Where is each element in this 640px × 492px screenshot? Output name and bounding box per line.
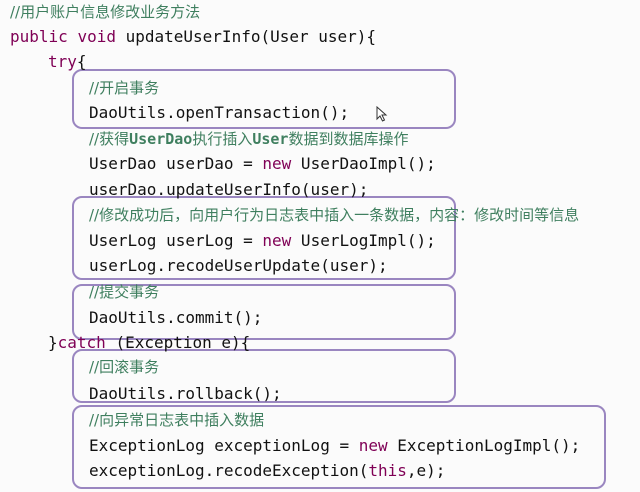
try-line: try{ bbox=[48, 50, 87, 74]
keyword-catch: catch bbox=[57, 333, 106, 352]
open-transaction-line: DaoUtils.openTransaction(); bbox=[89, 103, 350, 122]
comment-get-dao-part1: //获得 bbox=[89, 130, 130, 148]
keyword-try: try bbox=[48, 52, 77, 71]
userlog-decl-part2: UserLogImpl(); bbox=[291, 231, 436, 250]
exlog-decl-part2: ExceptionLogImpl(); bbox=[387, 436, 581, 455]
highlight-box-commit bbox=[72, 284, 456, 340]
exlog-record-part1: exceptionLog.recodeException( bbox=[89, 461, 369, 480]
comment-get-dao-part4: User bbox=[252, 130, 289, 148]
keyword-new: new bbox=[358, 436, 388, 455]
userlog-record-line: userLog.recodeUserUpdate(user); bbox=[89, 256, 388, 275]
keyword-public: public bbox=[10, 27, 68, 46]
comment-method: //用户账户信息修改业务方法 bbox=[10, 3, 201, 21]
exlog-record-part2: ,e); bbox=[406, 461, 446, 480]
keyword-new: new bbox=[262, 231, 292, 250]
exceptionlog-declaration-line: ExceptionLog exceptionLog = new Exceptio… bbox=[89, 434, 580, 458]
keyword-new: new bbox=[262, 154, 292, 173]
comment-get-dao: //获得UserDao执行插入User数据到数据库操作 bbox=[89, 127, 408, 151]
comment-exception-log: //向异常日志表中插入数据 bbox=[89, 411, 265, 429]
comment-get-dao-part3: 执行插入 bbox=[192, 130, 253, 148]
try-brace: { bbox=[76, 52, 87, 71]
exlog-decl-part1: ExceptionLog exceptionLog = bbox=[89, 436, 359, 455]
catch-line: }catch (Exception e){ bbox=[48, 331, 250, 355]
keyword-void: void bbox=[77, 27, 116, 46]
comment-get-dao-part5: 数据到数据库操作 bbox=[288, 130, 409, 148]
comment-rollback: //回滚事务 bbox=[89, 358, 160, 376]
catch-brace: } bbox=[48, 333, 58, 352]
keyword-this: this bbox=[368, 461, 407, 480]
userlog-decl-part1: UserLog userLog = bbox=[89, 231, 263, 250]
dao-update-line: userDao.updateUserInfo(user); bbox=[89, 180, 369, 199]
highlight-box-open-transaction bbox=[72, 69, 456, 129]
dao-decl-part2: UserDaoImpl(); bbox=[291, 154, 436, 173]
userlog-declaration-line: UserLog userLog = new UserLogImpl(); bbox=[89, 229, 436, 253]
mouse-pointer-icon bbox=[376, 106, 388, 122]
dao-decl-part1: UserDao userDao = bbox=[89, 154, 263, 173]
highlight-box-user-log bbox=[72, 196, 456, 280]
exceptionlog-record-line: exceptionLog.recodeException(this,e); bbox=[89, 459, 445, 483]
comment-commit: //提交事务 bbox=[89, 283, 160, 301]
highlight-box-rollback bbox=[72, 349, 456, 403]
signature-rest: updateUserInfo(User user){ bbox=[115, 27, 377, 46]
rollback-line: DaoUtils.rollback(); bbox=[89, 384, 282, 403]
catch-rest: (Exception e){ bbox=[105, 333, 251, 352]
dao-declaration-line: UserDao userDao = new UserDaoImpl(); bbox=[89, 152, 436, 176]
comment-user-log: //修改成功后，向用户行为日志表中插入一条数据，内容：修改时间等信息 bbox=[89, 206, 580, 224]
method-signature: public void updateUserInfo(User user){ bbox=[10, 25, 376, 49]
highlight-box-exception-log bbox=[72, 405, 606, 489]
comment-get-dao-part2: UserDao bbox=[129, 130, 193, 148]
commit-line: DaoUtils.commit(); bbox=[89, 308, 263, 327]
comment-open-transaction: //开启事务 bbox=[89, 79, 160, 97]
